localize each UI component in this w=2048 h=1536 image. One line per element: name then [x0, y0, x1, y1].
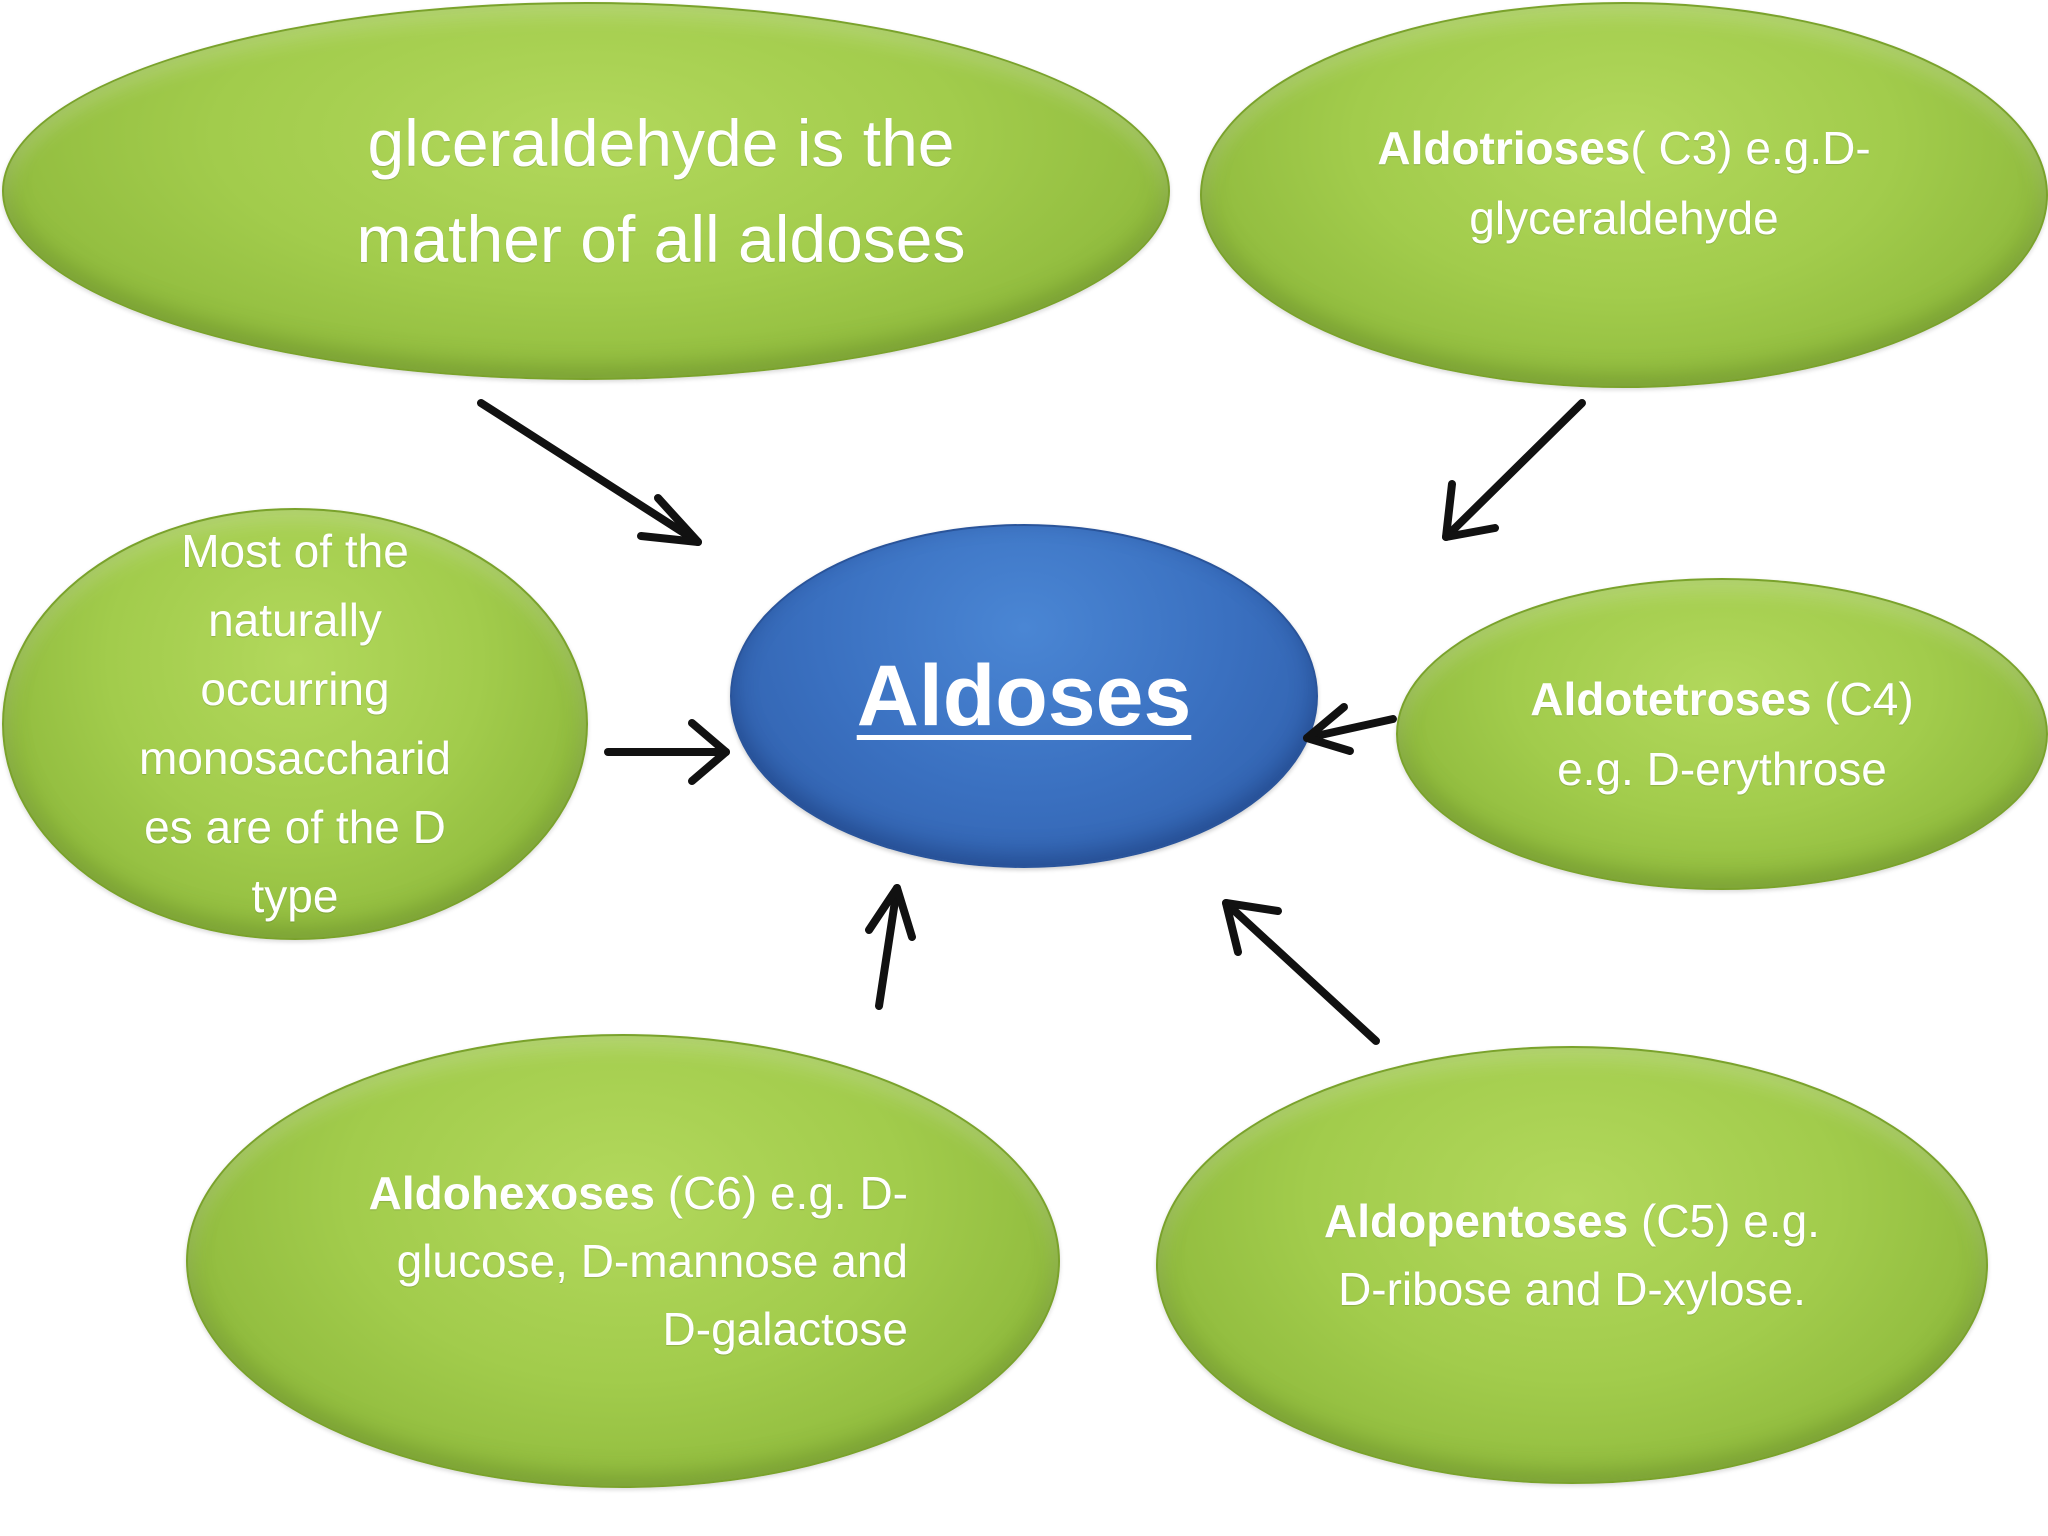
node-aldotetroses-line1-rest: (C4): [1811, 673, 1914, 725]
node-most-line: occurring: [200, 663, 390, 715]
center-label: Aldoses: [856, 647, 1192, 744]
node-aldohexoses-line1-rest: (C6) e.g. D-: [654, 1167, 908, 1219]
node-most-naturally-occurring: Most of the naturally occurring monosacc…: [2, 508, 588, 940]
node-aldohexoses-line1: Aldohexoses (C6) e.g. D-: [188, 1159, 908, 1227]
node-aldohexoses-line3: D-galactose: [662, 1303, 908, 1355]
arrow-aldohexoses-to-aldoses: [865, 884, 916, 1010]
node-aldohexoses-text: Aldohexoses (C6) e.g. D- glucose, D-mann…: [188, 1159, 1058, 1363]
arrow-aldopentoses-to-aldoses: [1222, 899, 1380, 1045]
node-aldotetroses-term: Aldotetroses: [1530, 673, 1812, 725]
node-aldotetroses-line1: Aldotetroses (C4): [1398, 664, 2046, 734]
node-aldopentoses-line1-rest: (C5) e.g.: [1628, 1195, 1820, 1247]
node-most-line: type: [251, 870, 339, 922]
node-glyceraldehyde-line2: mather of all aldoses: [356, 202, 966, 276]
arrow-glyceraldehyde-to-aldoses: [477, 399, 702, 546]
arrow-aldotrioses-to-aldoses: [1442, 399, 1586, 541]
node-aldohexoses-line2: glucose, D-mannose and: [396, 1235, 908, 1287]
node-aldotrioses-line1-rest: ( C3) e.g.D-: [1630, 122, 1871, 174]
node-aldotrioses-term: Aldotrioses: [1377, 122, 1631, 174]
node-aldopentoses-line1: Aldopentoses (C5) e.g.: [1158, 1187, 1986, 1255]
node-aldotetroses: Aldotetroses (C4) e.g. D-erythrose: [1396, 578, 2048, 890]
node-most-line: Most of the: [181, 525, 409, 577]
node-aldopentoses-term: Aldopentoses: [1324, 1195, 1629, 1247]
node-glyceraldehyde-text: glceraldehyde is the mather of all aldos…: [4, 95, 1168, 287]
node-glyceraldehyde: glceraldehyde is the mather of all aldos…: [2, 2, 1170, 380]
node-aldopentoses: Aldopentoses (C5) e.g. D-ribose and D-xy…: [1156, 1046, 1988, 1484]
center-node-aldoses: Aldoses: [730, 524, 1318, 868]
node-aldotetroses-line2: e.g. D-erythrose: [1557, 743, 1887, 795]
node-most-line: monosaccharid: [139, 732, 451, 784]
node-aldopentoses-text: Aldopentoses (C5) e.g. D-ribose and D-xy…: [1158, 1187, 1986, 1343]
node-aldotrioses: Aldotrioses( C3) e.g.D- glyceraldehyde: [1200, 2, 2048, 388]
node-aldohexoses: Aldohexoses (C6) e.g. D- glucose, D-mann…: [186, 1034, 1060, 1488]
node-most-line: es are of the D: [144, 801, 446, 853]
arrow-aldotetroses-to-aldoses: [1303, 703, 1397, 755]
node-aldotrioses-text: Aldotrioses( C3) e.g.D- glyceraldehyde: [1202, 113, 2046, 277]
node-aldotetroses-text: Aldotetroses (C4) e.g. D-erythrose: [1398, 664, 2046, 804]
node-aldohexoses-term: Aldohexoses: [368, 1167, 655, 1219]
arrow-most-to-aldoses: [604, 719, 730, 785]
node-glyceraldehyde-line1: glceraldehyde is the: [367, 106, 955, 180]
node-aldotrioses-line1: Aldotrioses( C3) e.g.D-: [1202, 113, 2046, 183]
node-aldopentoses-line2: D-ribose and D-xylose.: [1338, 1263, 1806, 1315]
node-most-text: Most of the naturally occurring monosacc…: [4, 517, 586, 931]
node-most-line: naturally: [208, 594, 382, 646]
node-aldotrioses-line2: glyceraldehyde: [1469, 192, 1779, 244]
